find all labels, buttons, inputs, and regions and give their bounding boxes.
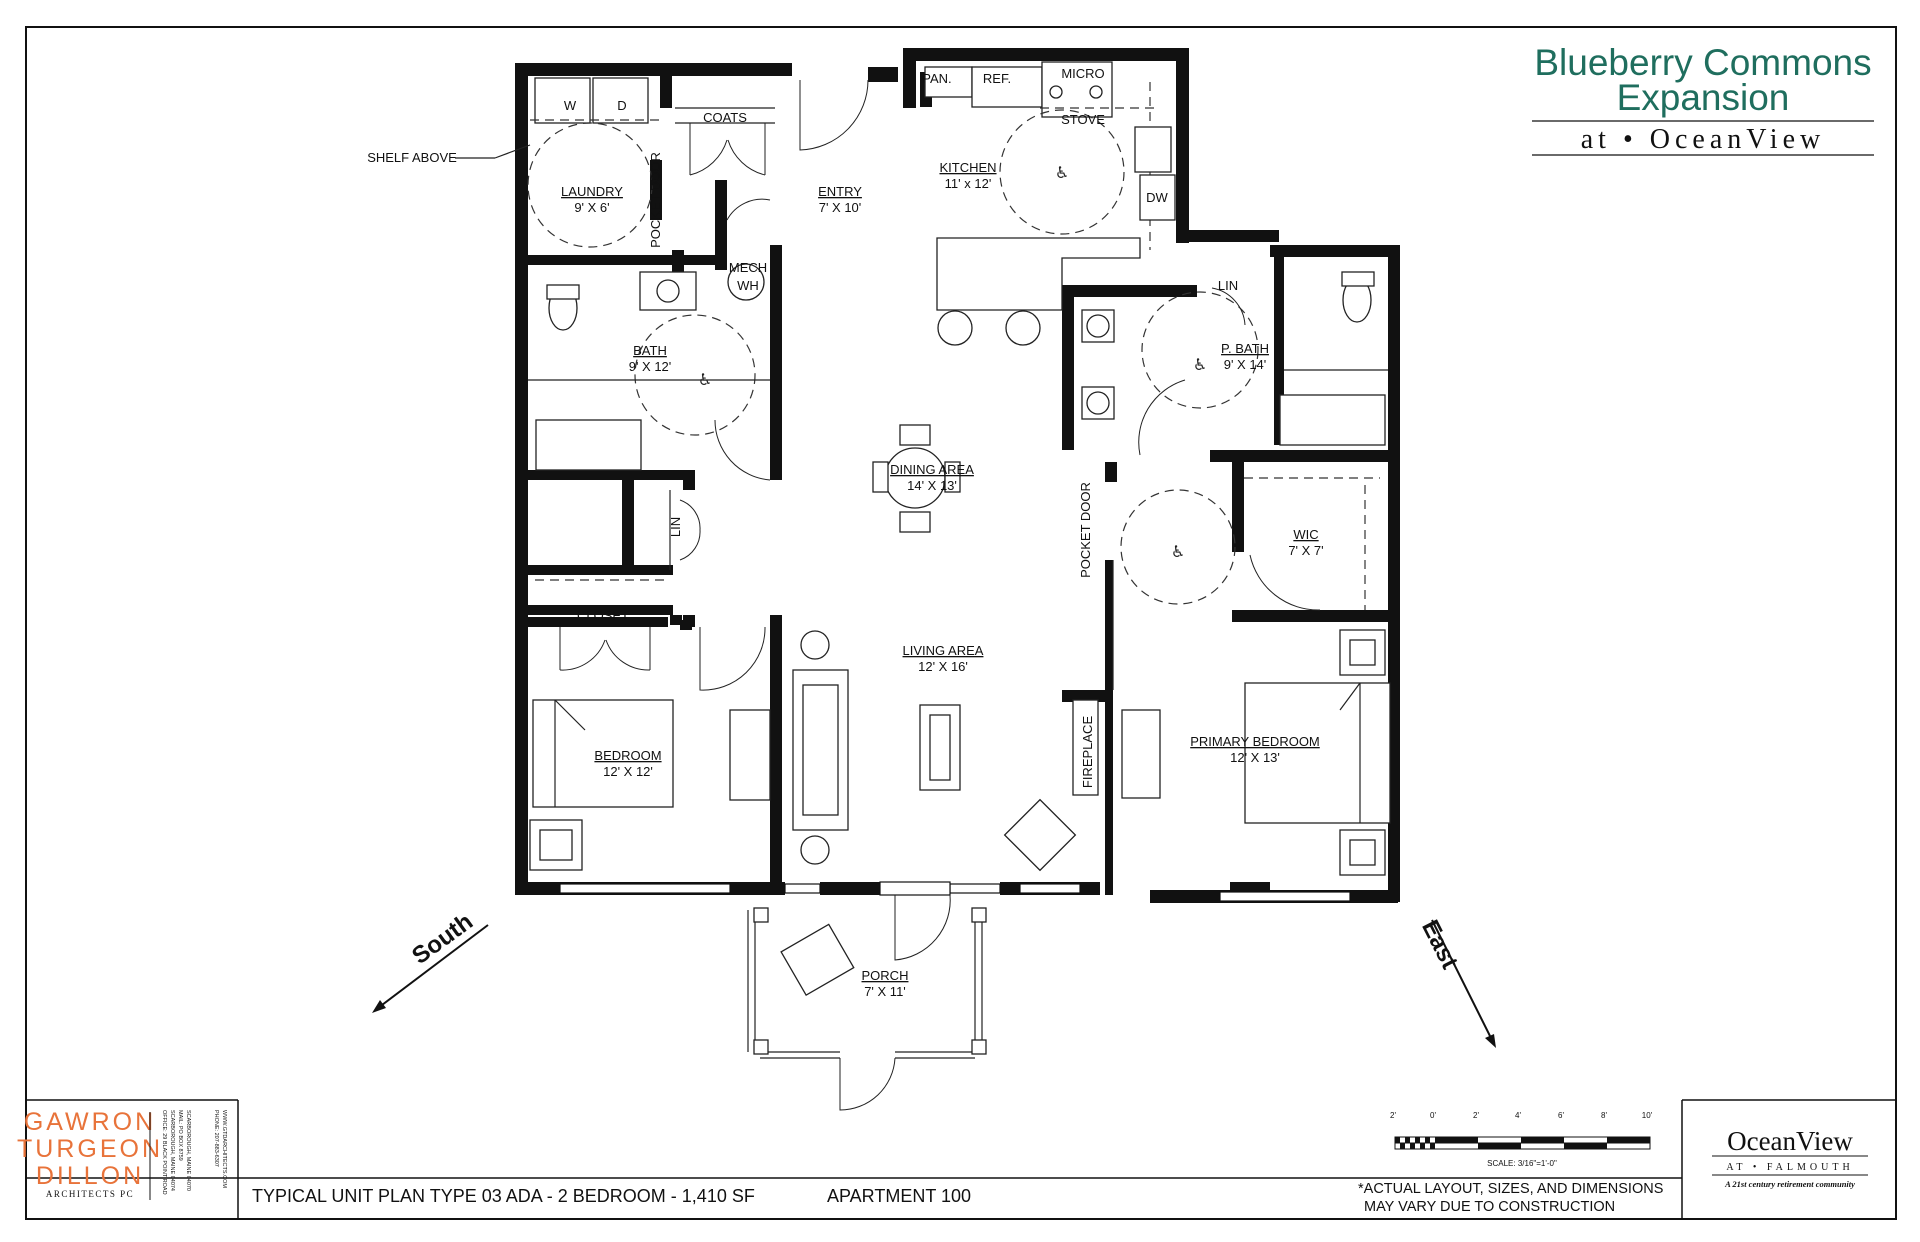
- wheelchair-icon: ♿: [1055, 163, 1069, 182]
- entry-name: ENTRY: [818, 184, 862, 199]
- bedroom-name: BEDROOM: [594, 748, 661, 763]
- architect-address3: MAIL: PO BOX 8759: [177, 1110, 183, 1161]
- client-location: AT • FALMOUTH: [1726, 1162, 1853, 1173]
- scale-bar: 2' 0' 2' 4' 6' 8' 10' SCALE: 3/16"=1'-0": [1390, 1111, 1653, 1168]
- kitchen-name: KITCHEN: [939, 160, 996, 175]
- wheelchair-icon: ♿: [1171, 542, 1185, 561]
- plan-title: TYPICAL UNIT PLAN TYPE 03 ADA - 2 BEDROO…: [252, 1186, 755, 1206]
- room-labels: W D COATS PAN. REF. MICRO STOVE DW MECH …: [367, 66, 1323, 999]
- architect-line2: TURGEON: [17, 1135, 163, 1163]
- scale-tick-3: 4': [1515, 1111, 1521, 1120]
- bath-name: BATH: [633, 343, 667, 358]
- micro-label: MICRO: [1061, 66, 1104, 81]
- p-bath-name: P. BATH: [1221, 341, 1269, 356]
- architect-phone: PHONE: 207-883-6307: [213, 1110, 219, 1167]
- kitchen-size: 11' x 12': [945, 176, 992, 191]
- fireplace-label: FIREPLACE: [1080, 716, 1095, 789]
- architect-web: WWW.GTDARCHITECTS.COM: [221, 1110, 227, 1188]
- east-label: East: [1416, 916, 1463, 973]
- porch-name: PORCH: [862, 968, 909, 983]
- scale-tick-4: 6': [1558, 1111, 1564, 1120]
- architect-line3: DILLON: [36, 1162, 144, 1190]
- south-label: South: [407, 908, 478, 970]
- porch-size: 7' X 11': [864, 984, 906, 999]
- laundry-size: 9' X 6': [574, 200, 609, 215]
- title-line1: Blueberry Commons: [1534, 42, 1871, 83]
- ref-label: REF.: [983, 71, 1011, 86]
- title-line2: Expansion: [1617, 77, 1790, 118]
- architect-line4: ARCHITECTS PC: [46, 1189, 134, 1199]
- apartment-number: APARTMENT 100: [827, 1186, 971, 1206]
- wic-size: 7' X 7': [1288, 543, 1323, 558]
- entry-size: 7' X 10': [819, 200, 862, 215]
- dining-size: 14' X 13': [907, 478, 957, 493]
- accessibility-icons: ♿ ♿ ♿ ♿: [698, 163, 1207, 561]
- living-size: 12' X 16': [918, 659, 968, 674]
- scale-caption: SCALE: 3/16"=1'-0": [1487, 1159, 1557, 1168]
- coats-label: COATS: [703, 110, 747, 125]
- pantry-label: PAN.: [922, 71, 951, 86]
- compass-east: East: [1416, 916, 1496, 1048]
- disclaimer-line2: MAY VARY DUE TO CONSTRUCTION: [1364, 1199, 1615, 1215]
- wheelchair-icon: ♿: [1193, 355, 1207, 374]
- dw-label: DW: [1146, 190, 1168, 205]
- mech-label: MECH: [729, 260, 767, 275]
- architect-address1: OFFICE: 29 BLACK POINT ROAD: [161, 1110, 167, 1195]
- architect-logo: GAWRON TURGEON DILLON ARCHITECTS PC OFFI…: [17, 1108, 227, 1200]
- scale-tick-6: 10': [1642, 1111, 1653, 1120]
- pocket-door-primary-label: POCKET DOOR: [1078, 482, 1093, 578]
- scale-tick-0: 2': [1390, 1111, 1396, 1120]
- linen-bath-label: LIN: [1218, 278, 1238, 293]
- bath-size: 9' X 12': [629, 359, 672, 374]
- porch-structure: [747, 894, 987, 1111]
- primary-bedroom-size: 12' X 13': [1230, 750, 1280, 765]
- compass-south: South: [372, 908, 489, 1013]
- scale-tick-1: 0': [1430, 1111, 1436, 1120]
- client-logo: OceanView AT • FALMOUTH A 21st century r…: [1712, 1126, 1868, 1189]
- project-title: Blueberry Commons Expansion at • OceanVi…: [1532, 42, 1874, 156]
- title-line3: at • OceanView: [1581, 124, 1825, 155]
- architect-address2: SCARBOROUGH, MAINE 04074: [169, 1110, 175, 1191]
- dryer-label: D: [617, 98, 626, 113]
- scale-tick-2: 2': [1473, 1111, 1479, 1120]
- closet-label: CLOSET: [577, 608, 629, 623]
- scale-tick-5: 8': [1601, 1111, 1607, 1120]
- pocket-door-laundry-label: POCKET DOOR: [648, 152, 663, 248]
- primary-bedroom-name: PRIMARY BEDROOM: [1190, 734, 1320, 749]
- disclaimer-line1: *ACTUAL LAYOUT, SIZES, AND DIMENSIONS: [1358, 1181, 1663, 1197]
- laundry-name: LAUNDRY: [561, 184, 623, 199]
- shelf-above-label: SHELF ABOVE: [367, 150, 457, 165]
- architect-address4: SCARBOROUGH, MAINE 04070: [185, 1110, 191, 1191]
- wh-label: WH: [737, 278, 759, 293]
- windows: [559, 881, 1351, 902]
- dining-name: DINING AREA: [890, 462, 974, 477]
- architect-line1: GAWRON: [24, 1108, 156, 1136]
- client-tagline: A 21st century retirement community: [1724, 1179, 1855, 1189]
- stove-label: STOVE: [1061, 112, 1105, 127]
- sheet-border: [25, 26, 1897, 1220]
- client-name: OceanView: [1727, 1126, 1853, 1156]
- wic-name: WIC: [1293, 527, 1318, 542]
- plan-fixtures: [527, 61, 1391, 1111]
- wheelchair-icon: ♿: [698, 370, 712, 389]
- living-name: LIVING AREA: [903, 643, 984, 658]
- washer-label: W: [564, 98, 577, 113]
- bedroom-size: 12' X 12': [603, 764, 653, 779]
- p-bath-size: 9' X 14': [1224, 357, 1267, 372]
- linen-hall-label: LIN: [668, 517, 683, 537]
